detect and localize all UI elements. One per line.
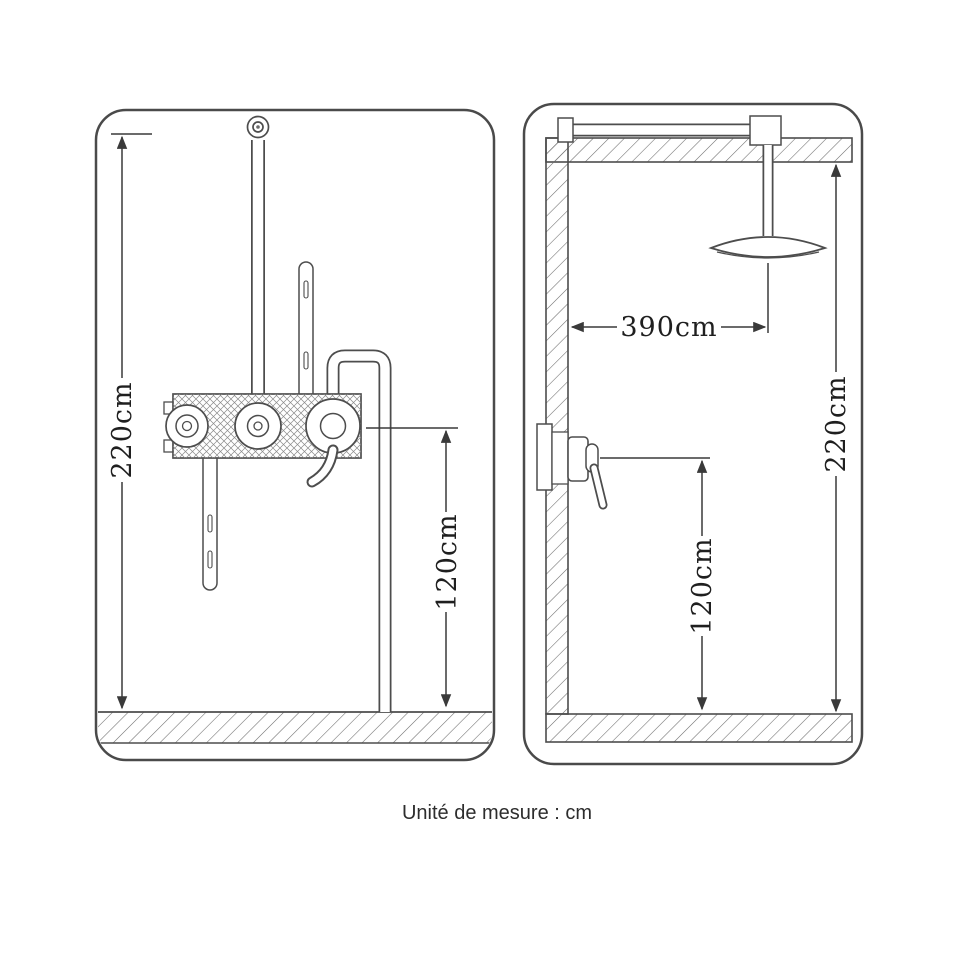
side-view-panel: 390cm 220cm 120cm — [522, 102, 864, 766]
side-mixer-valve — [536, 423, 608, 510]
side-dimension-390-label: 390cm — [617, 312, 721, 343]
side-floor-hatch — [545, 713, 853, 743]
unit-caption: Unité de mesure : cm — [402, 802, 592, 824]
valve-knob-left — [165, 404, 209, 448]
side-dimension-120-label: 120cm — [687, 536, 718, 636]
svg-text:220cm: 220cm — [107, 381, 138, 478]
side-ceiling-hatch — [545, 137, 853, 163]
front-valve-lever — [306, 444, 339, 488]
ceiling-supply-pipe — [557, 115, 782, 146]
upper-mounting-strap — [298, 261, 314, 403]
front-floor-hatch — [98, 711, 492, 744]
svg-text:390cm: 390cm — [620, 312, 717, 343]
outlet-pipe — [326, 349, 392, 712]
shower-head — [708, 236, 828, 259]
lower-mounting-strap — [202, 447, 218, 591]
svg-text:120cm: 120cm — [432, 513, 463, 610]
front-dimension-220-label: 220cm — [106, 378, 138, 482]
front-view-panel: 220cm 120cm — [94, 108, 496, 762]
svg-text:120cm: 120cm — [687, 537, 718, 634]
side-dimension-220-label: 220cm — [820, 372, 852, 476]
valve-knob-right — [305, 398, 361, 454]
ceiling-connector — [246, 115, 270, 139]
valve-knob-center — [234, 402, 282, 450]
front-dimension-120-label: 120cm — [432, 512, 463, 612]
svg-text:220cm: 220cm — [821, 375, 852, 472]
side-view-border — [522, 102, 864, 766]
